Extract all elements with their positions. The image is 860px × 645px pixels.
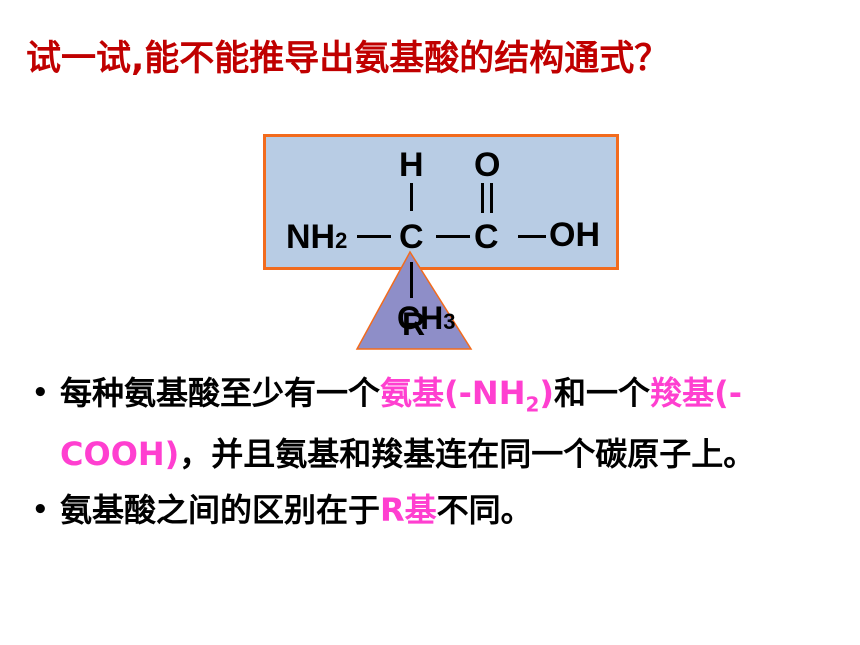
bond-c-r: [410, 262, 413, 298]
bond-c-c: [436, 235, 470, 238]
bullet-item-2: • 氨基酸之间的区别在于R基不同。: [32, 485, 832, 535]
r-group-highlight: R基: [380, 491, 437, 530]
atom-r: R: [402, 306, 426, 342]
bullet1-text-1: 每种氨基酸至少有一个: [60, 374, 381, 412]
atom-oh: OH: [549, 216, 600, 254]
amino-group-highlight: 氨基(-NH2): [380, 374, 555, 417]
carboxyl-group-highlight: 羧基(-COOH): [60, 374, 742, 474]
bullet-list: • 每种氨基酸至少有一个氨基(-NH2)和一个羧基(-COOH)，并且氨基和羧基…: [32, 368, 832, 535]
atom-c-carboxyl: C: [474, 218, 499, 256]
bullet-item-1: • 每种氨基酸至少有一个氨基(-NH2)和一个羧基(-COOH)，并且氨基和羧基…: [32, 368, 832, 479]
bullet1-text-3: ，并且氨基和羧基连在同一个碳原子上。: [179, 435, 756, 474]
bullet2-text-2: 不同。: [436, 491, 533, 530]
atom-c-alpha: C: [399, 218, 424, 256]
bullet-marker: •: [32, 378, 49, 408]
atom-h: H: [399, 146, 424, 184]
bond-n-c: [357, 235, 391, 238]
slide-title: 试一试,能不能推导出氨基酸的结构通式？: [26, 39, 670, 79]
bullet1-text-2: 和一个: [554, 374, 651, 412]
bond-c-h: [410, 183, 413, 211]
bullet2-text-1: 氨基酸之间的区别在于: [60, 491, 381, 530]
atom-nh2: NH2: [286, 218, 348, 256]
bond-c-oh: [518, 235, 546, 238]
bullet-marker: •: [32, 495, 49, 526]
atom-ch3: CH3: [397, 300, 456, 336]
bond-c-o-1: [481, 183, 484, 213]
atom-o: O: [474, 146, 501, 184]
structure-box: [263, 134, 619, 270]
bond-c-o-2: [490, 183, 493, 213]
